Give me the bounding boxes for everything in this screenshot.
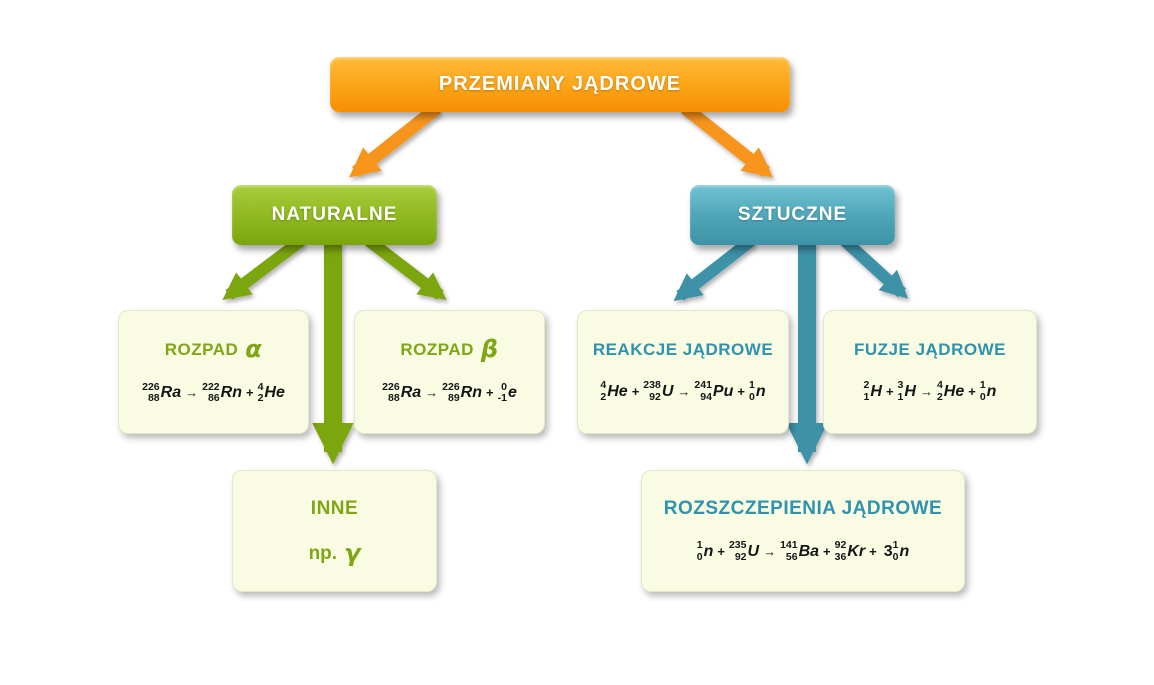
node-sztuczne: SZTUCZNE	[690, 185, 895, 245]
node-inne: INNE np. γ	[232, 470, 437, 592]
node-title: ROZSZCZEPIENIA JĄDROWE	[663, 498, 943, 520]
node-title: INNE	[310, 497, 359, 519]
node-przemiany-jadrowe: PRZEMIANY JĄDROWE	[330, 57, 790, 112]
node-title: NATURALNE	[271, 204, 398, 225]
node-title: REAKCJE JĄDROWE	[592, 340, 774, 360]
node-naturalne: NATURALNE	[232, 185, 437, 245]
node-title: ROZPAD β	[400, 335, 499, 364]
arrow-sztuczne-to-reakcje	[673, 235, 756, 302]
arrow-naturalne-to-rozpad-alpha	[222, 235, 306, 300]
arrow-sztuczne-to-fuzje	[839, 235, 909, 299]
node-title: PRZEMIANY JĄDROWE	[438, 73, 682, 95]
beta-symbol: β	[480, 335, 499, 364]
arrow-naturalne-to-rozpad-beta	[364, 235, 447, 301]
node-title: SZTUCZNE	[737, 204, 848, 225]
alpha-symbol: α	[245, 335, 263, 364]
node-title: ROZPAD α	[164, 335, 263, 364]
node-title: FUZJE JĄDROWE	[854, 340, 1006, 360]
arrow-root-to-sztuczne	[680, 102, 774, 178]
gamma-symbol: γ	[344, 538, 361, 567]
node-subtitle: np. γ	[308, 538, 361, 567]
arrow-root-to-naturalne	[348, 102, 442, 178]
